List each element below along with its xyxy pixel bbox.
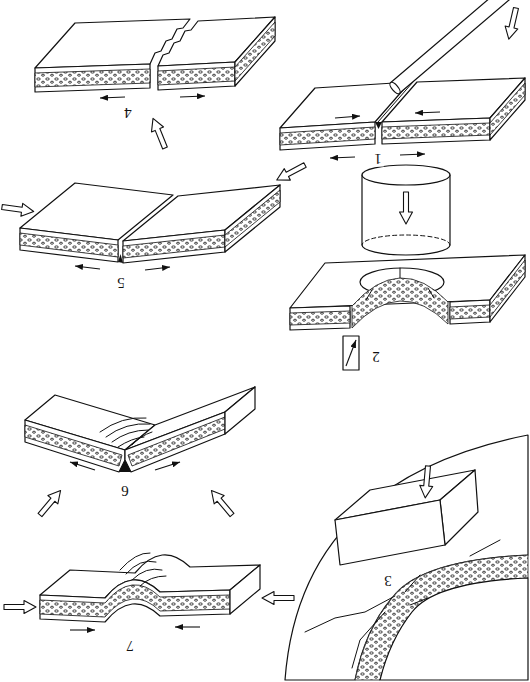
comminuted-fracture-panel-part bbox=[380, 578, 528, 680]
comminuted-fracture-panel-part bbox=[285, 435, 528, 680]
diastatic-fracture-panel-part bbox=[145, 267, 170, 270]
callout-number: 3 bbox=[382, 572, 394, 589]
linear-fracture-panel bbox=[35, 17, 275, 150]
compression-fracture-panel-part bbox=[120, 553, 166, 586]
diastatic-fracture-panel-part bbox=[75, 266, 100, 269]
bending-fracture-panel-part bbox=[128, 417, 225, 466]
depressed-fracture-panel-part bbox=[490, 260, 525, 317]
linear-fracture-panel-part bbox=[35, 69, 150, 87]
depressed-fracture-panel-part bbox=[450, 305, 490, 319]
diastatic-fracture-panel-part bbox=[1, 201, 34, 218]
linear-fracture-panel-part bbox=[235, 22, 275, 81]
groove-fracture-panel-part bbox=[490, 78, 525, 140]
linear-fracture-panel-part bbox=[147, 116, 171, 151]
comminuted-fracture-panel-part bbox=[419, 465, 435, 498]
groove-fracture-panel-part bbox=[280, 122, 375, 150]
depressed-fracture-panel-part bbox=[362, 235, 450, 245]
compression-fracture-panel-part bbox=[262, 592, 294, 605]
groove-fracture-panel-part bbox=[415, 112, 440, 113]
compression-fracture-panel-part bbox=[175, 626, 200, 627]
groove-fracture-panel-part bbox=[335, 116, 360, 118]
diastatic-fracture-panel bbox=[1, 159, 308, 270]
depressed-fracture-panel bbox=[290, 165, 525, 370]
compression-fracture-panel-part bbox=[40, 585, 230, 617]
diastatic-fracture-panel-part bbox=[274, 159, 308, 186]
compression-fracture-panel-part bbox=[70, 629, 95, 630]
comminuted-fracture-panel-part bbox=[305, 540, 500, 668]
diastatic-fracture-panel-part bbox=[225, 185, 280, 252]
depressed-fracture-panel-part bbox=[400, 192, 413, 224]
linear-fracture-panel-part bbox=[35, 64, 150, 92]
bending-fracture-panel-part bbox=[119, 460, 131, 472]
bending-fracture-panel-part bbox=[206, 486, 237, 519]
depressed-fracture-panel-part bbox=[346, 340, 356, 366]
bending-fracture-panel-part bbox=[225, 387, 255, 434]
depressed-fracture-panel-part bbox=[290, 306, 350, 330]
depressed-fracture-panel-part bbox=[343, 336, 359, 370]
bending-fracture-panel-part bbox=[25, 425, 122, 466]
diastatic-fracture-panel-part bbox=[118, 254, 123, 263]
linear-fracture-panel-part bbox=[180, 96, 205, 97]
bending-fracture-panel-part bbox=[70, 462, 95, 470]
bending-fracture-panel-part bbox=[35, 486, 66, 519]
callout-number: 7 bbox=[124, 637, 136, 654]
groove-fracture-panel-part bbox=[400, 154, 425, 155]
diastatic-fracture-panel-part bbox=[20, 233, 118, 257]
compression-fracture-panel bbox=[4, 553, 294, 630]
callout-number: 5 bbox=[115, 274, 127, 291]
groove-fracture-panel-part bbox=[375, 122, 382, 129]
groove-fracture-panel-part bbox=[490, 83, 525, 135]
compression-fracture-panel-part bbox=[40, 580, 230, 622]
callout-number: 2 bbox=[370, 348, 382, 365]
depressed-fracture-panel-part bbox=[352, 278, 448, 328]
groove-fracture-panel-part bbox=[391, 0, 515, 93]
depressed-fracture-panel-part bbox=[290, 311, 350, 325]
diastatic-fracture-panel-part bbox=[20, 228, 118, 262]
callout-number: 6 bbox=[119, 482, 131, 499]
depressed-fracture-panel-part bbox=[366, 268, 434, 300]
comminuted-fracture-panel-part bbox=[335, 500, 445, 565]
groove-fracture-panel-part bbox=[382, 123, 490, 139]
linear-fracture-panel-part bbox=[100, 97, 125, 98]
linear-fracture-panel-part bbox=[158, 67, 235, 85]
diastatic-fracture-panel-part bbox=[123, 235, 225, 258]
callout-number: 4 bbox=[122, 104, 134, 121]
compression-fracture-panel-part bbox=[230, 565, 260, 614]
groove-fracture-panel-part bbox=[382, 118, 490, 144]
comminuted-fracture-panel bbox=[285, 435, 528, 680]
compression-fracture-panel-part bbox=[4, 601, 36, 614]
diastatic-fracture-panel-part bbox=[123, 230, 225, 263]
comminuted-fracture-panel-part bbox=[355, 555, 528, 680]
groove-fracture-panel-part bbox=[502, 7, 522, 41]
linear-fracture-panel-part bbox=[158, 62, 235, 90]
bending-fracture-panel-part bbox=[25, 420, 125, 472]
groove-fracture-panel-part bbox=[280, 127, 375, 145]
groove-fracture-panel-part bbox=[330, 157, 355, 158]
bending-fracture-panel-part bbox=[125, 412, 225, 472]
groove-fracture-panel-part bbox=[388, 81, 402, 96]
depressed-fracture-panel-part bbox=[362, 165, 450, 185]
depressed-fracture-panel-part bbox=[490, 255, 525, 322]
bending-fracture-panel bbox=[25, 387, 255, 519]
diastatic-fracture-panel-part bbox=[225, 190, 280, 247]
linear-fracture-panel-part bbox=[235, 17, 275, 86]
callout-number: 1 bbox=[372, 150, 384, 167]
depressed-fracture-panel-part bbox=[450, 300, 490, 324]
comminuted-fracture-panel-part bbox=[440, 470, 478, 545]
bending-fracture-panel-part bbox=[100, 418, 152, 447]
groove-fracture-panel bbox=[280, 0, 525, 158]
depressed-fracture-panel-part bbox=[362, 175, 450, 255]
bending-fracture-panel-part bbox=[155, 462, 180, 470]
